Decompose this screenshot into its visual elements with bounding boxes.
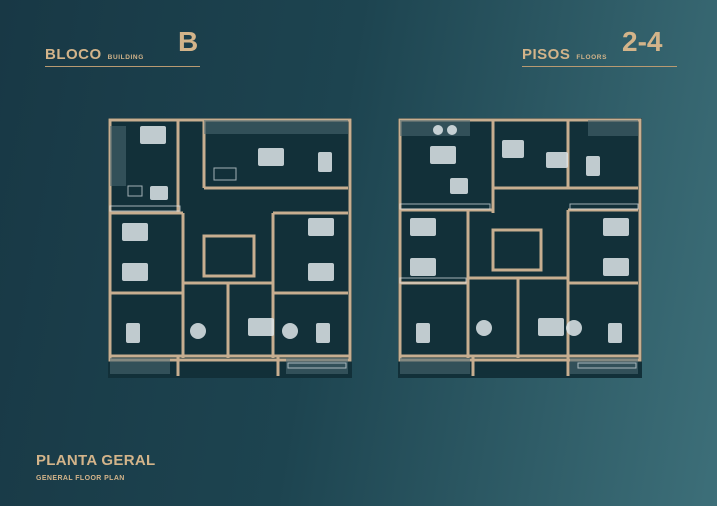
building-label: BLOCO	[45, 46, 102, 63]
building-letter: B	[178, 26, 199, 57]
building-underline	[45, 66, 200, 67]
floors-range: 2-4	[622, 26, 663, 57]
floors-sublabel: FLOORS	[576, 54, 608, 61]
floors-label: PISOS	[522, 46, 571, 63]
building-header: BLOCO BUILDING B	[45, 26, 200, 66]
floor-plan-left	[108, 118, 352, 378]
floors-header: PISOS FLOORS 2-4	[522, 26, 677, 66]
plan-title: PLANTA GERAL	[36, 452, 156, 469]
plan-subtitle: GENERAL FLOOR PLAN	[36, 475, 125, 482]
building-sublabel: BUILDING	[107, 54, 144, 61]
floors-underline	[522, 66, 677, 67]
floor-plan-right	[398, 118, 642, 378]
